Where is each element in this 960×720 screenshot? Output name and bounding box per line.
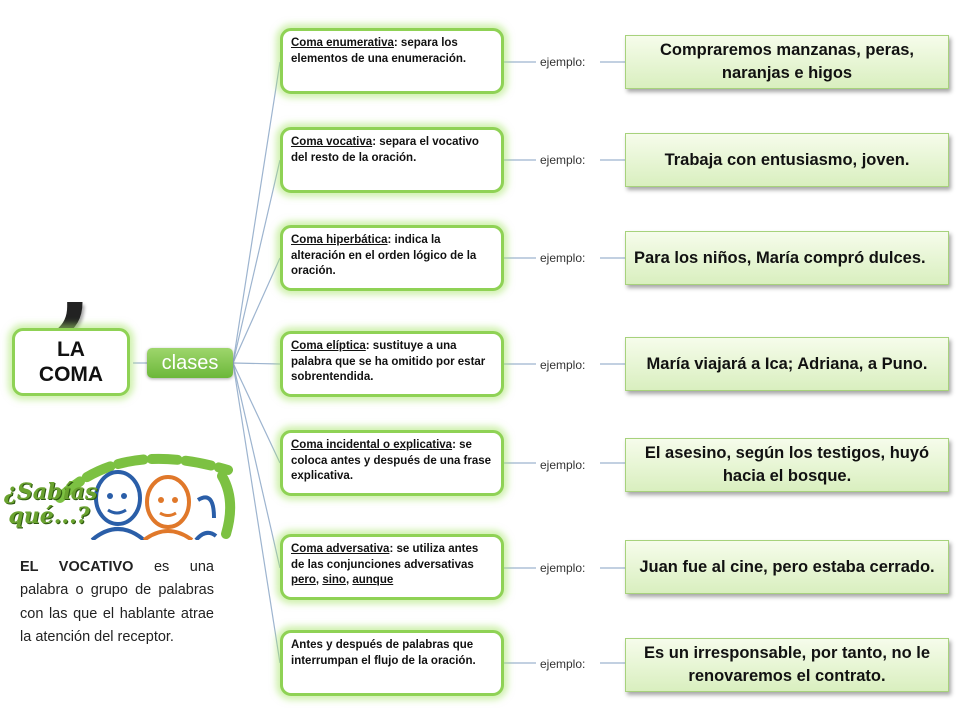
comma-symbol-icon: , bbox=[54, 216, 94, 345]
example-label: ejemplo: bbox=[540, 153, 586, 167]
example-node: Es un irresponsable, por tanto, no le re… bbox=[625, 638, 949, 692]
example-node: Compraremos manzanas, peras, naranjas e … bbox=[625, 35, 949, 89]
note-bold: EL VOCATIVO bbox=[20, 559, 134, 575]
example-node: Juan fue al cine, pero estaba cerrado. bbox=[625, 540, 949, 594]
sabias-line-1: ¿Sabías bbox=[4, 479, 98, 505]
type-node: Coma enumerativa: separa los elementos d… bbox=[280, 28, 504, 94]
example-text: Trabaja con entusiasmo, joven. bbox=[664, 150, 910, 169]
branch-to-type-line bbox=[232, 362, 281, 664]
branch-to-type-line bbox=[232, 362, 281, 464]
example-node: Trabaja con entusiasmo, joven. bbox=[625, 133, 949, 187]
type-term: Coma enumerativa bbox=[291, 37, 394, 49]
type-term: Coma elíptica bbox=[291, 340, 366, 352]
branch-label: clases bbox=[161, 351, 219, 374]
example-text: María viajará a Ica; Adriana, a Puno. bbox=[646, 354, 928, 373]
example-label: ejemplo: bbox=[540, 55, 586, 69]
person-blue-partial-icon bbox=[194, 495, 218, 540]
person-orange-icon bbox=[142, 475, 194, 540]
branch-to-type-line bbox=[232, 257, 281, 364]
type-desc: : separa el vocativo del resto de la ora… bbox=[291, 136, 479, 164]
type-node: Coma vocativa: separa el vocativo del re… bbox=[280, 127, 504, 193]
type-node: Coma adversativa: se utiliza antes de la… bbox=[280, 534, 504, 600]
arc-decoration-icon bbox=[55, 453, 233, 503]
type-term: Coma adversativa bbox=[291, 543, 390, 555]
sabias-que-title: ¿Sabías qué...? bbox=[4, 479, 98, 529]
person-blue-icon bbox=[90, 470, 146, 540]
example-text: Juan fue al cine, pero estaba cerrado. bbox=[639, 557, 935, 576]
example-node: El asesino, según los testigos, huyó hac… bbox=[625, 438, 949, 492]
type-desc: : indica la alteración en el orden lógic… bbox=[291, 234, 477, 277]
example-node: Para los niños, María compró dulces. bbox=[625, 231, 949, 285]
conj-pero: pero bbox=[291, 574, 316, 586]
type-desc: : sustituye a una palabra que se ha omit… bbox=[291, 340, 486, 383]
type-term: Coma vocativa bbox=[291, 136, 373, 148]
example-label: ejemplo: bbox=[540, 358, 586, 372]
branch-to-type-line bbox=[232, 61, 281, 364]
type-node: Coma hiperbática: indica la alteración e… bbox=[280, 225, 504, 291]
example-label: ejemplo: bbox=[540, 561, 586, 575]
branch-to-type-line bbox=[232, 159, 281, 364]
example-label: ejemplo: bbox=[540, 251, 586, 265]
sabias-line-2: qué...? bbox=[8, 503, 90, 529]
example-text: Es un irresponsable, por tanto, no le re… bbox=[643, 644, 931, 685]
root-node: LA COMA bbox=[12, 328, 130, 396]
example-label: ejemplo: bbox=[540, 657, 586, 671]
root-label: LA COMA bbox=[38, 338, 104, 386]
type-term: Coma incidental o explicativa bbox=[291, 439, 453, 451]
example-text: Compraremos manzanas, peras, naranjas e … bbox=[659, 41, 915, 82]
type-desc: Antes y después de palabras que interrum… bbox=[291, 639, 476, 667]
example-text: Para los niños, María compró dulces. bbox=[634, 248, 926, 267]
conj-aunque: aunque bbox=[352, 574, 394, 586]
example-node: María viajará a Ica; Adriana, a Puno. bbox=[625, 337, 949, 391]
branch-node-clases: clases bbox=[147, 348, 233, 378]
conj-sino: sino bbox=[322, 574, 346, 586]
vocativo-note: EL VOCATIVO es una palabra o grupo de pa… bbox=[20, 556, 214, 649]
branch-to-type-line bbox=[232, 362, 281, 365]
sabias-que-illustration bbox=[55, 453, 236, 540]
type-desc: : separa los elementos de una enumeració… bbox=[291, 37, 467, 65]
note-text: es una palabra o grupo de palabras con l… bbox=[20, 559, 214, 645]
branch-to-type-line bbox=[232, 362, 281, 569]
type-node: Coma elíptica: sustituye a una palabra q… bbox=[280, 331, 504, 397]
type-node: Antes y después de palabras que interrum… bbox=[280, 630, 504, 696]
example-text: El asesino, según los testigos, huyó hac… bbox=[644, 444, 930, 485]
example-label: ejemplo: bbox=[540, 458, 586, 472]
arc-decoration-icon bbox=[217, 471, 236, 539]
type-desc: : se utiliza antes de las conjunciones a… bbox=[291, 543, 479, 571]
type-term: Coma hiperbática bbox=[291, 234, 388, 246]
type-node: Coma incidental o explicativa: se coloca… bbox=[280, 430, 504, 496]
type-desc: : se coloca antes y después de una frase… bbox=[291, 439, 492, 482]
